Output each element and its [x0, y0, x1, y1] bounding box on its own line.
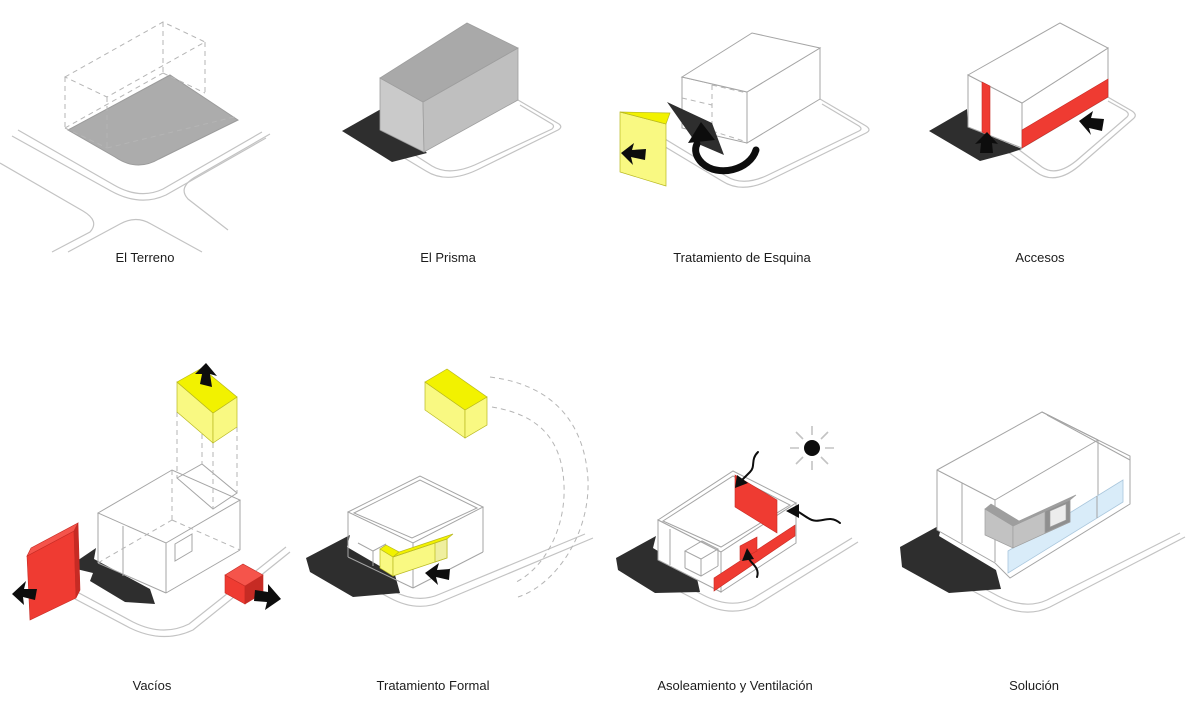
glazing-band-blue	[1007, 479, 1124, 574]
accesos-diagram	[929, 22, 1136, 179]
panel-label: El Terreno	[115, 250, 175, 265]
inserted-volume-yellow	[379, 533, 454, 577]
entry-band-red-right	[1021, 78, 1109, 149]
facade-void-opening	[174, 533, 193, 562]
parapet-wall	[1046, 414, 1131, 461]
site-outline	[641, 98, 870, 188]
airflow-arrow-down-icon	[735, 451, 759, 488]
corner-shadow	[667, 102, 724, 155]
building-shadow	[616, 536, 700, 593]
building-shadow	[929, 109, 1022, 161]
ventilation-band-red	[713, 524, 796, 592]
panel-label: Tratamiento Formal	[376, 678, 490, 693]
pull-arrow-left-icon	[12, 581, 37, 605]
panel-vacios: Vacíos	[0, 330, 300, 720]
corner-panel-yellow	[619, 111, 671, 187]
floating-box-yellow	[424, 368, 488, 439]
entry-stripe-red-left	[981, 81, 991, 137]
el-terreno-diagram	[0, 21, 271, 253]
panel-el-prisma: El Prisma	[300, 0, 600, 330]
el-prisma-diagram	[342, 22, 562, 178]
balcony-volume-gray	[984, 494, 1077, 549]
panel-el-terreno: El Terreno	[0, 0, 300, 330]
panel-asoleamiento: Asoleamiento y Ventilación	[600, 330, 900, 720]
void-box-red	[224, 563, 264, 605]
solucion-diagram	[900, 411, 1186, 613]
site-outline	[1007, 95, 1136, 179]
panel-label: Accesos	[1015, 250, 1065, 265]
vent-panel-red	[739, 536, 758, 561]
shade-wall-red	[734, 474, 778, 534]
lift-arrow-icon	[195, 363, 217, 387]
entry-arrow-up-icon	[975, 132, 998, 153]
panel-label: Solución	[1009, 678, 1059, 693]
building-massing	[936, 411, 1131, 579]
vacios-diagram	[12, 363, 291, 638]
airflow-arrow-left-icon	[786, 504, 841, 524]
prism-massing	[379, 22, 519, 153]
massing-wireframe	[680, 32, 822, 144]
panel-accesos: Accesos	[900, 0, 1200, 330]
void-box-yellow	[176, 367, 238, 444]
sun-icon	[790, 426, 834, 470]
site-outline	[59, 546, 291, 638]
asoleamiento-diagram	[616, 426, 859, 612]
panel-label: El Prisma	[420, 250, 476, 265]
ghost-volume-dashed	[63, 21, 239, 149]
panel-label: Asoleamiento y Ventilación	[657, 678, 813, 693]
site-outline	[939, 532, 1186, 613]
peel-arrow-icon	[621, 143, 646, 165]
site-plot	[66, 74, 240, 166]
building-wireframe	[96, 463, 242, 594]
panel-tratamiento-de-esquina: Tratamiento de Esquina	[600, 0, 900, 330]
shadow-swoosh	[68, 548, 155, 604]
pull-arrow-right-icon	[254, 584, 281, 610]
prism-shadow	[342, 109, 427, 162]
building-shadow	[900, 524, 1001, 593]
airflow-arrow-up-icon	[742, 548, 759, 578]
building-massing	[966, 22, 1109, 149]
void-panel-red	[26, 522, 81, 621]
site-outline	[400, 99, 562, 178]
panel-label: Vacíos	[132, 678, 172, 693]
entry-arrow-side-icon	[1079, 111, 1104, 135]
site-outline	[637, 537, 859, 612]
prism-top-face	[379, 22, 519, 103]
panel-tratamiento-formal: Tratamiento Formal	[300, 330, 600, 720]
rotation-arrow-icon	[688, 122, 760, 175]
building-shadow	[306, 535, 400, 597]
panel-solucion: Solución	[900, 330, 1200, 720]
street-network	[0, 129, 271, 253]
swing-path-dashed	[489, 376, 589, 598]
insert-arrow-icon	[425, 563, 450, 585]
tratamiento-formal-diagram	[306, 368, 594, 607]
panel-label: Tratamiento de Esquina	[673, 250, 811, 265]
tratamiento-esquina-diagram	[619, 32, 870, 188]
building-wireframe	[346, 475, 485, 589]
